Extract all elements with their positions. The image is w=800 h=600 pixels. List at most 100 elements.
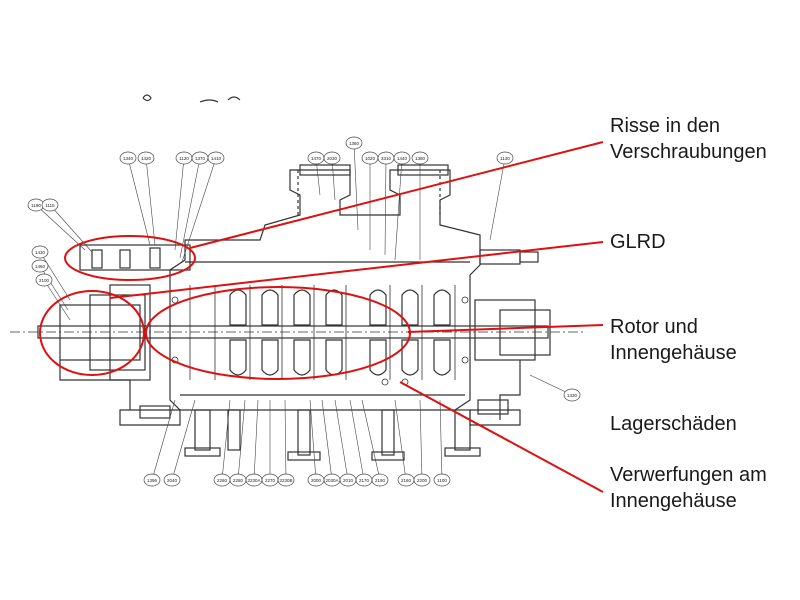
callout-leader xyxy=(361,399,381,481)
annotation-ellipse-bolts xyxy=(64,235,196,281)
callout-bubble xyxy=(563,388,581,402)
callout-leader xyxy=(181,157,217,263)
callout-number: 2000 xyxy=(311,478,322,483)
callout-number: 2190 xyxy=(375,478,386,483)
scan-smudge xyxy=(199,99,219,103)
callout-leader xyxy=(353,142,359,231)
shaft xyxy=(37,325,549,339)
callout-bubble xyxy=(277,473,295,487)
callout-bubble xyxy=(163,473,181,487)
callout-bubble xyxy=(41,198,59,212)
right-bottom-bolt xyxy=(477,399,509,415)
callout-leader xyxy=(253,399,259,481)
supports xyxy=(184,409,481,461)
callout-number: 2030 xyxy=(327,156,338,161)
callout-leader xyxy=(145,157,156,246)
leader-verwerfungen xyxy=(399,381,604,493)
leader-rotor xyxy=(407,324,604,333)
label-line: GLRD xyxy=(610,231,666,253)
callout-number: 2270 xyxy=(265,478,276,483)
callout-leader xyxy=(309,399,317,481)
bolt-flange xyxy=(79,244,191,271)
left-bottom-bolt xyxy=(139,405,171,419)
callout-leader xyxy=(439,399,443,481)
technical-drawing xyxy=(10,94,585,461)
callout-number: 2280 xyxy=(233,478,244,483)
callout-leader xyxy=(43,279,71,321)
callout-number: 2230B xyxy=(279,478,292,483)
right-bracket xyxy=(499,360,521,420)
label-line: Innengehäuse xyxy=(610,342,737,364)
bolt xyxy=(149,247,161,269)
callout-leader xyxy=(179,157,201,259)
callout-number: 1420 xyxy=(141,156,152,161)
callout-bubble xyxy=(119,151,137,165)
callout-leader xyxy=(49,204,93,253)
callout-leader xyxy=(349,399,365,481)
callout-leader xyxy=(237,399,246,481)
callout-bubble xyxy=(496,151,514,165)
callout-number: 1370 xyxy=(195,156,206,161)
callout-bubble xyxy=(143,473,161,487)
callout-number: 1410 xyxy=(211,156,222,161)
callout-number: 1190 xyxy=(31,203,41,208)
label-line: Innengehäuse xyxy=(610,490,737,512)
casing-holes xyxy=(171,296,469,386)
label-glrd: GLRD xyxy=(610,229,666,255)
callout-bubble xyxy=(345,136,363,150)
callout-number: 2170 xyxy=(359,478,370,483)
callout-bubble xyxy=(433,473,451,487)
callout-leader xyxy=(384,157,387,256)
callout-leader xyxy=(171,399,196,481)
callout-number: 2200 xyxy=(417,478,428,483)
scan-smudge xyxy=(227,96,241,101)
annotations xyxy=(39,141,604,493)
callout-bubble xyxy=(371,473,389,487)
callout-leader xyxy=(331,157,336,201)
bolt xyxy=(91,249,103,269)
callout-number: 1100 xyxy=(437,478,447,483)
callout-leader xyxy=(394,157,403,261)
callout-leader xyxy=(35,204,86,251)
callout-number: 2260 xyxy=(217,478,228,483)
callout-bubble xyxy=(31,259,49,273)
callout-number: 2100 xyxy=(39,278,50,283)
callout-number: 2040 xyxy=(167,478,178,483)
callout-leader xyxy=(39,251,71,301)
callout-number: 1396 xyxy=(147,478,158,483)
callout-number: 1130 xyxy=(500,156,510,161)
callout-leader xyxy=(284,399,287,481)
callout-number: 1340 xyxy=(123,156,134,161)
callout-leader xyxy=(39,265,69,311)
annotation-ellipse-glrd xyxy=(39,290,145,376)
label-lagerschaeden: Lagerschäden xyxy=(610,411,737,437)
callout-leader xyxy=(127,157,151,246)
left-bearing-cover xyxy=(89,294,146,371)
callout-number: 3310 xyxy=(381,156,392,161)
impellers-upper xyxy=(229,289,451,326)
diffusers xyxy=(189,285,456,380)
callout-number: 1470 xyxy=(311,156,322,161)
callout-bubble xyxy=(411,151,429,165)
callout-leader xyxy=(321,399,333,481)
label-line: Risse in den xyxy=(610,115,721,137)
label-verwerfungen-am-innengehaeuse: Verwerfungen am Innengehäuse xyxy=(610,462,767,514)
callout-leader xyxy=(334,399,349,481)
callout-bubble xyxy=(137,151,155,165)
label-line: Verwerfungen am xyxy=(610,464,767,486)
callout-bubble xyxy=(323,151,341,165)
annotation-ellipse-rotor xyxy=(145,286,411,380)
callout-number: 2030A xyxy=(325,478,338,483)
label-line: Verschraubungen xyxy=(610,141,767,163)
suction-flange xyxy=(299,164,351,176)
base-plate xyxy=(119,409,521,426)
leader-risse xyxy=(189,141,604,249)
callout-number: 1020 xyxy=(365,156,376,161)
scan-smudge xyxy=(142,94,152,102)
callout-number: 1430 xyxy=(35,250,46,255)
discharge-flange xyxy=(397,164,449,176)
callout-number: 1330 xyxy=(567,393,578,398)
label-risse-in-verschraubungen: Risse in den Verschraubungen xyxy=(610,113,767,165)
